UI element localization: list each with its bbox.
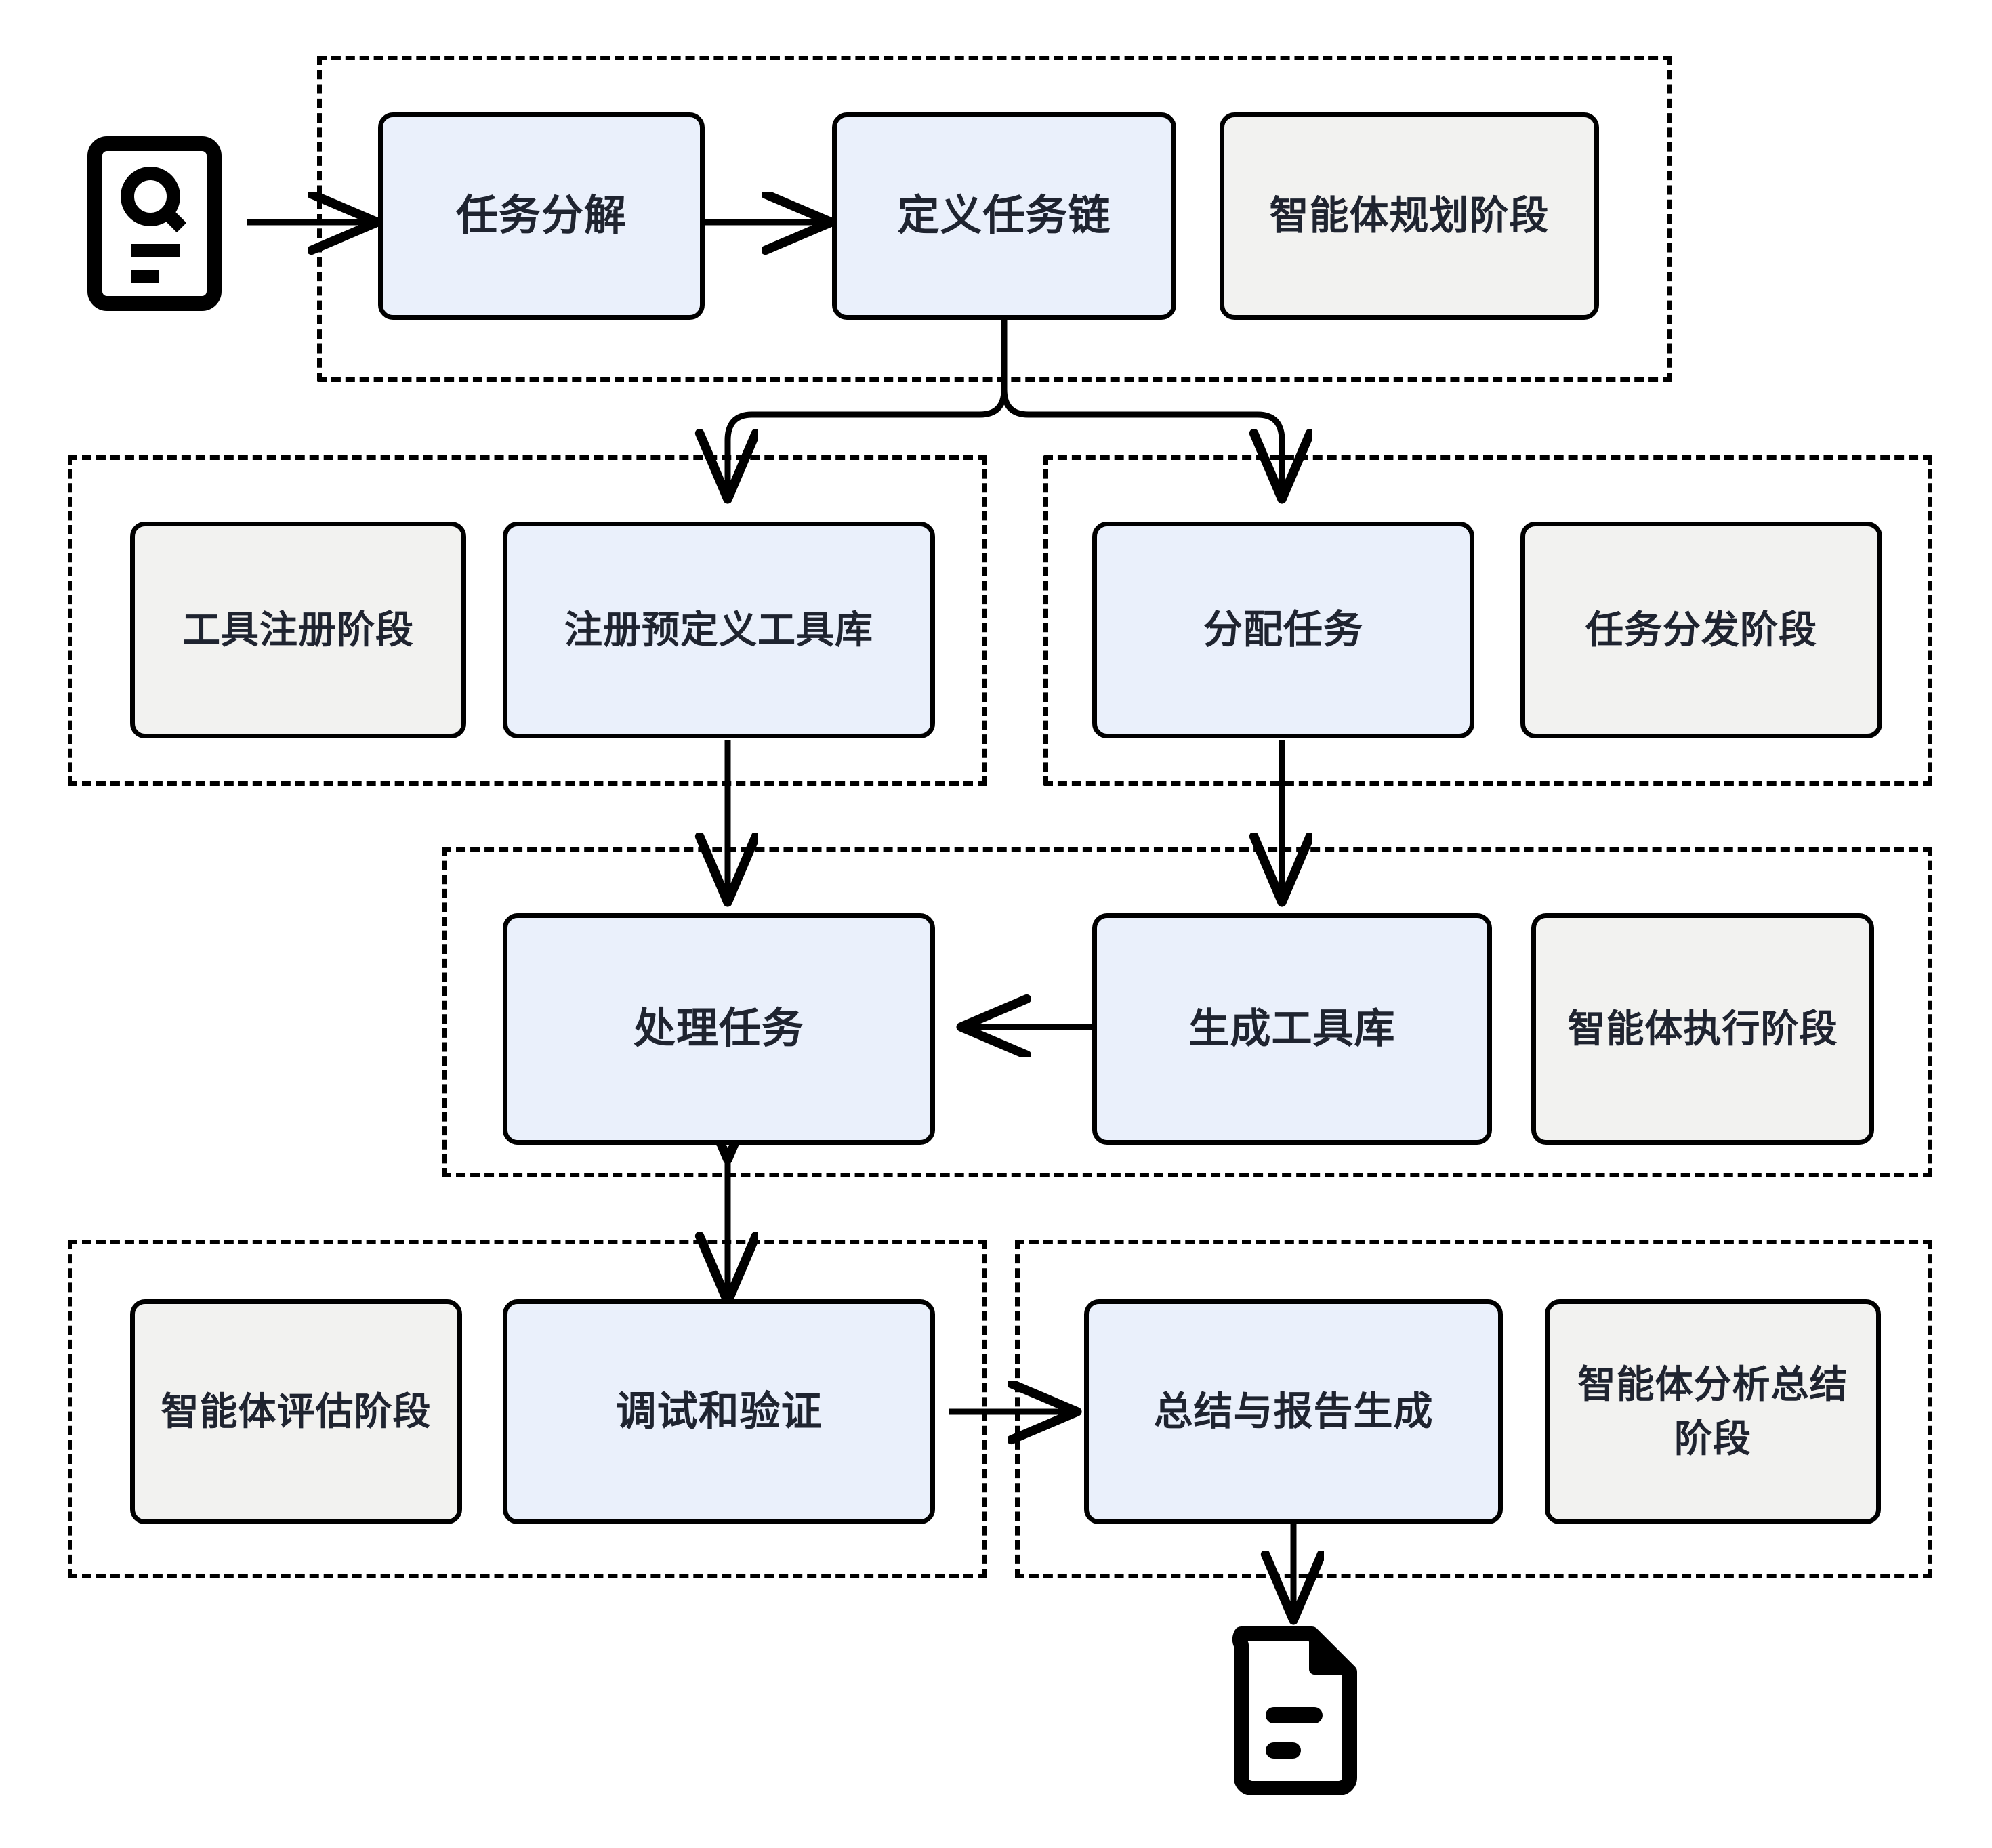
node-label: 智能体分析总结阶段	[1577, 1363, 1848, 1460]
node-label: 注册预定义工具库	[564, 608, 873, 652]
node-generate-tools[interactable]: 生成工具库	[1092, 913, 1492, 1145]
node-register-tools[interactable]: 注册预定义工具库	[503, 522, 935, 738]
document-search-icon	[87, 135, 222, 312]
node-assign-task[interactable]: 分配任务	[1092, 522, 1474, 738]
agent-planning-group	[317, 56, 1672, 382]
node-label: 工具注册阶段	[182, 608, 414, 652]
node-tool-stage[interactable]: 工具注册阶段	[130, 522, 466, 738]
node-label: 总结与报告生成	[1153, 1389, 1434, 1433]
node-dispatch-stage[interactable]: 任务分发阶段	[1520, 522, 1882, 738]
node-label: 调试和验证	[615, 1389, 823, 1435]
node-label: 处理任务	[633, 1005, 804, 1052]
tool-registration-group	[68, 455, 987, 786]
node-label: 智能体评估阶段	[161, 1390, 432, 1433]
node-label: 分配任务	[1203, 607, 1363, 652]
edge-define-chain-fork	[728, 316, 1282, 498]
node-debug-verify[interactable]: 调试和验证	[503, 1299, 935, 1524]
node-label: 定义任务链	[897, 192, 1111, 239]
node-define-chain[interactable]: 定义任务链	[832, 112, 1176, 320]
task-dispatch-group	[1043, 455, 1932, 786]
agent-summary-group	[1015, 1240, 1932, 1578]
node-label: 任务分发阶段	[1585, 608, 1817, 652]
node-planning-stage[interactable]: 智能体规划阶段	[1220, 112, 1599, 320]
node-summary-stage[interactable]: 智能体分析总结阶段	[1545, 1299, 1881, 1524]
node-process-task[interactable]: 处理任务	[503, 913, 935, 1145]
node-label: 智能体执行阶段	[1567, 1007, 1838, 1051]
document-report-icon	[1228, 1626, 1361, 1795]
node-summary-report[interactable]: 总结与报告生成	[1084, 1299, 1503, 1524]
node-label: 任务分解	[455, 192, 627, 239]
node-execution-stage[interactable]: 智能体执行阶段	[1531, 913, 1874, 1145]
agent-evaluation-group	[68, 1240, 987, 1578]
agent-execution-group	[442, 847, 1932, 1177]
node-task-decompose[interactable]: 任务分解	[378, 112, 705, 320]
node-label: 生成工具库	[1188, 1006, 1396, 1052]
node-label: 智能体规划阶段	[1269, 193, 1550, 238]
node-evaluation-stage[interactable]: 智能体评估阶段	[130, 1299, 462, 1524]
